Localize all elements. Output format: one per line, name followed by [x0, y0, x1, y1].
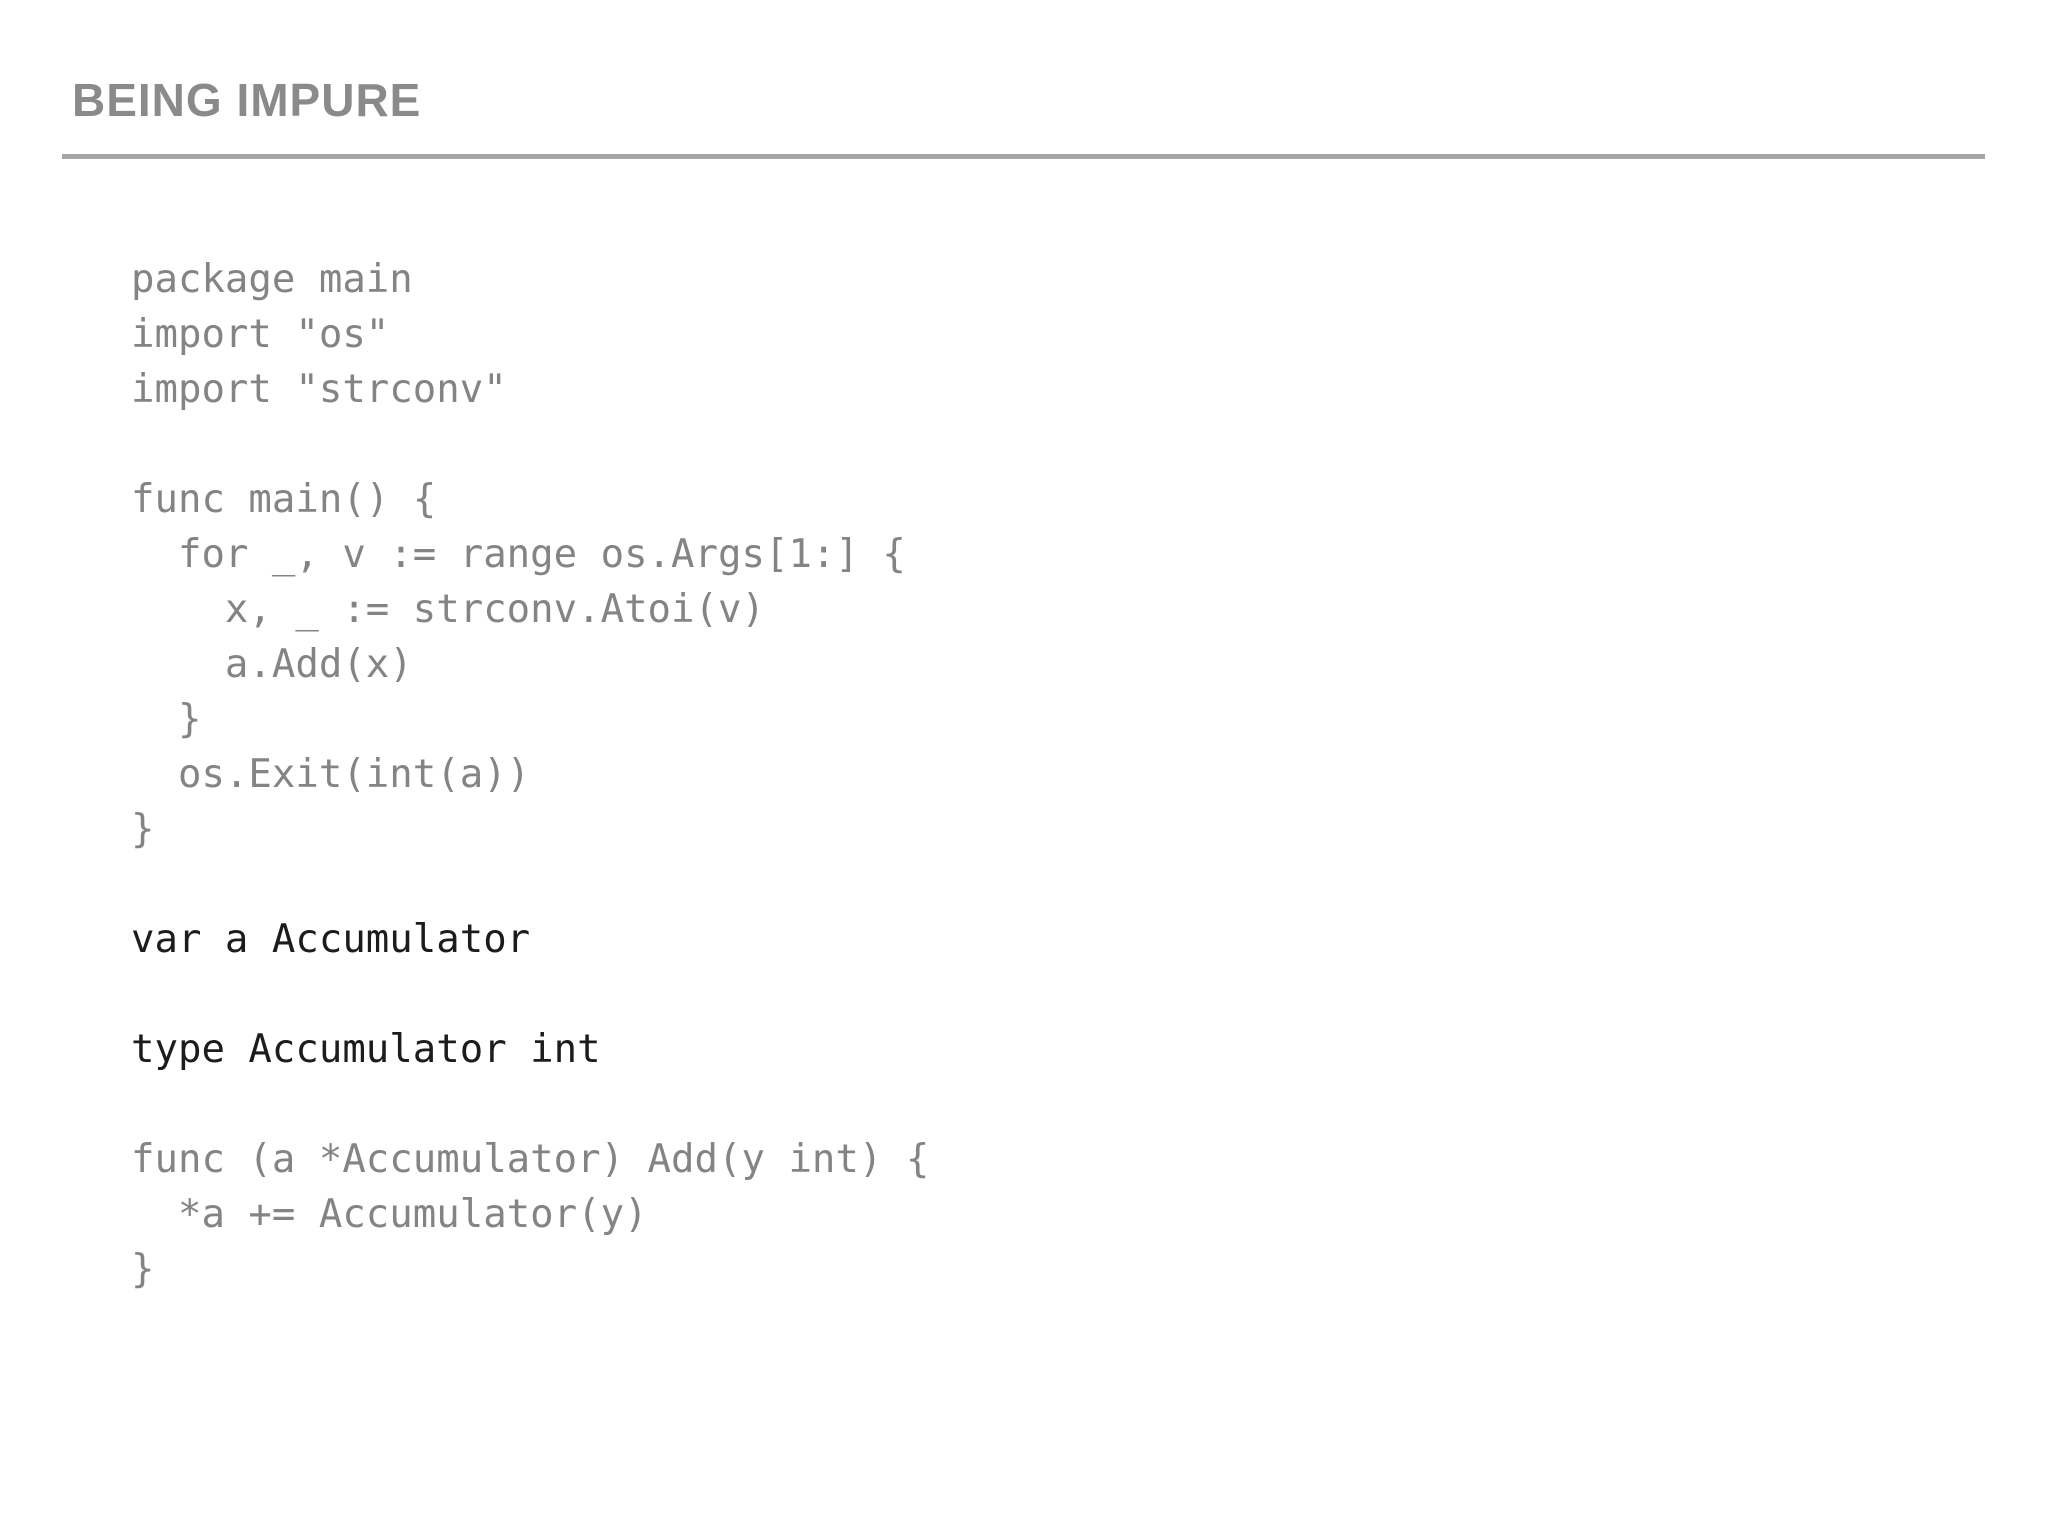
code-line: func (a *Accumulator) Add(y int) {	[131, 1137, 930, 1182]
code-line-emphasized: type Accumulator int	[131, 1027, 601, 1072]
code-line: }	[131, 807, 155, 852]
code-line: os.Exit(int(a))	[131, 752, 531, 797]
code-line: *a += Accumulator(y)	[131, 1192, 648, 1237]
code-line: a.Add(x)	[131, 642, 413, 687]
code-line: x, _ := strconv.Atoi(v)	[131, 587, 765, 632]
code-line	[131, 857, 929, 912]
code-line: }	[131, 1247, 155, 1292]
code-line	[131, 1077, 929, 1132]
code-block: package main import "os" import "strconv" f…	[131, 252, 929, 1297]
code-line: package main	[131, 257, 413, 302]
code-line: import "os"	[131, 312, 390, 357]
code-line	[131, 417, 929, 472]
slide-title: BEING IMPURE	[72, 74, 422, 126]
code-line: func main() {	[131, 477, 437, 522]
code-line: for _, v := range os.Args[1:] {	[131, 532, 906, 577]
title-divider-rule	[62, 154, 1985, 159]
code-line	[131, 967, 929, 1022]
code-line-emphasized: var a Accumulator	[131, 917, 531, 962]
code-line: import "strconv"	[131, 367, 507, 412]
code-line: }	[131, 697, 202, 742]
